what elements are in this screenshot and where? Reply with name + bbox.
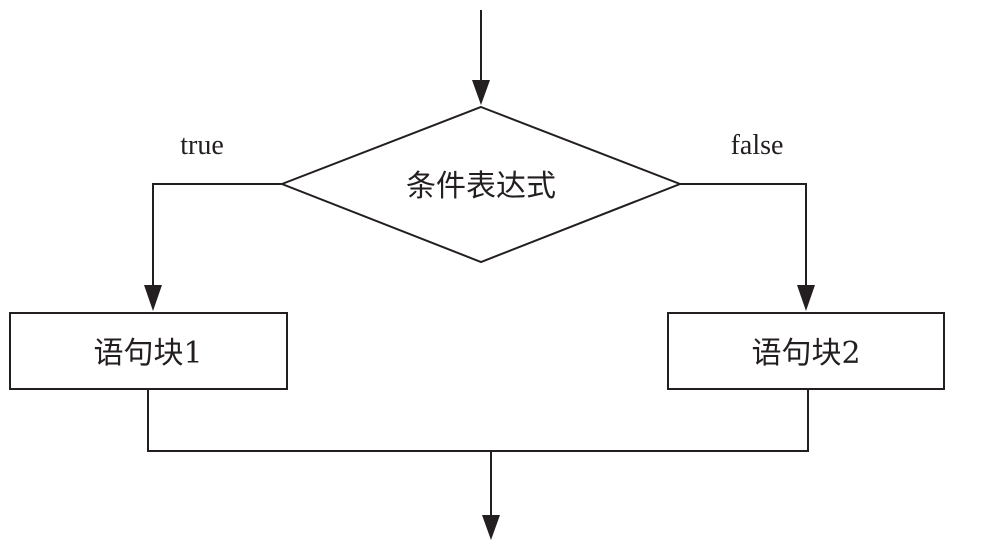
condition-label: 条件表达式 xyxy=(406,169,556,204)
false-branch-connector xyxy=(680,183,807,287)
statement-block-2-label: 语句块2 xyxy=(751,336,860,371)
statement-block-2 xyxy=(667,312,945,390)
statement-block-1 xyxy=(9,312,288,390)
true-branch-arrowhead xyxy=(144,285,162,311)
true-branch-label: true xyxy=(180,130,224,161)
entry-arrowhead xyxy=(472,80,490,105)
false-branch-arrowhead xyxy=(797,285,815,311)
condition-diamond xyxy=(279,105,683,264)
true-branch-connector xyxy=(152,183,282,287)
merge-connector xyxy=(147,389,809,452)
exit-arrowhead xyxy=(482,515,500,540)
statement-block-1-label: 语句块1 xyxy=(93,336,202,371)
false-branch-label: false xyxy=(731,130,784,161)
